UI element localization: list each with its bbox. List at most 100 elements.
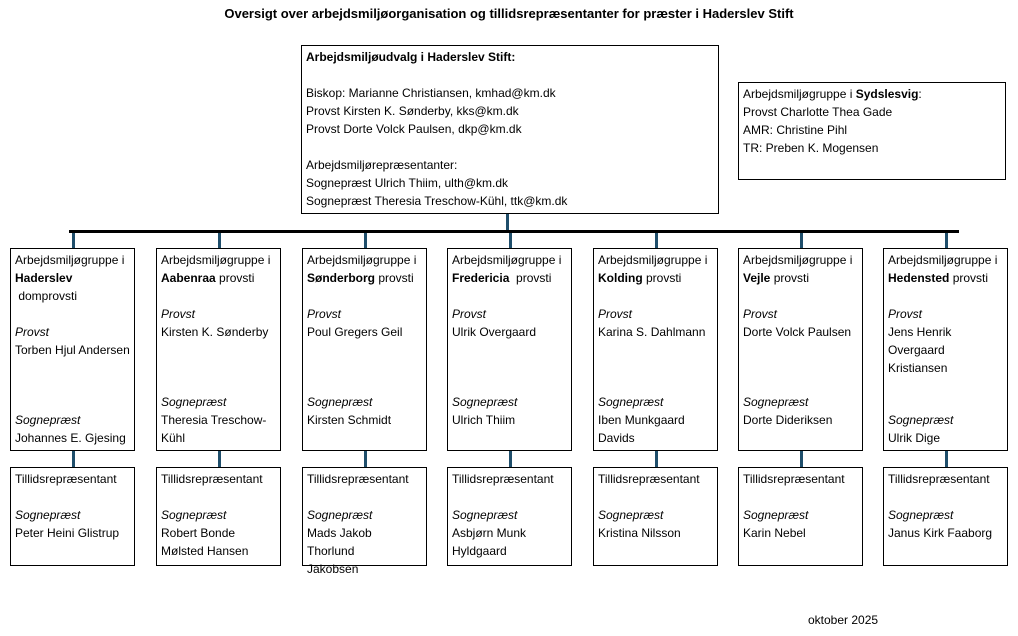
group-name: Hedensted [888, 271, 950, 285]
group-name-line: Kolding provsti [598, 269, 713, 287]
provst-name: Ulrik Overgaard [452, 325, 537, 339]
provst-name: Poul Gregers Geil [307, 325, 403, 339]
tr-sognepraest-label: Sognepræst [452, 508, 518, 522]
tr-connector [218, 451, 221, 467]
tr-name: Asbjørn Munk [452, 526, 527, 540]
group-suffix: provsti [770, 271, 810, 285]
group-suffix: provsti [642, 271, 682, 285]
tr-name: Jakobsen [307, 562, 359, 576]
tillid-label: Tillidsrepræsentant [888, 472, 990, 486]
group-name: Haderslev [15, 271, 73, 285]
provst-label: Provst [161, 307, 196, 321]
group-box: Arbejdsmiljøgruppe i Haderslev domprovsti… [10, 248, 135, 451]
sognepraest-name: Kirsten Schmidt [307, 413, 392, 427]
group-prefix: Arbejdsmiljøgruppe i [598, 253, 708, 267]
group-connector [800, 233, 803, 248]
sognepraest-label: Sognepræst [743, 395, 809, 409]
tillid-label: Tillidsrepræsentant [307, 472, 409, 486]
group-prefix: Arbejdsmiljøgruppe i [161, 253, 271, 267]
committee-member: Provst Dorte Volck Paulsen, dkp@km.dk [306, 122, 522, 136]
sognepraest-label: Sognepræst [15, 413, 81, 427]
provst-label: Provst [743, 307, 778, 321]
horizontal-bus [69, 230, 959, 233]
group-name: Sønderborg [307, 271, 375, 285]
tr-sognepraest-label: Sognepræst [888, 508, 954, 522]
tr-name: Hyldgaard [452, 544, 507, 558]
sognepraest-name: Iben Munkgaard [598, 413, 685, 427]
rep-member: Sognepræst Theresia Treschow-Kühl, ttk@k… [306, 194, 568, 208]
tillid-label: Tillidsrepræsentant [743, 472, 845, 486]
group-suffix: provsti [949, 271, 989, 285]
page-title: Oversigt over arbejdsmiljøorganisation o… [224, 6, 794, 21]
sydslesvig-line: Provst Charlotte Thea Gade [743, 105, 893, 119]
provst-label: Provst [598, 307, 633, 321]
tr-connector [72, 451, 75, 467]
sognepraest-name: Dorte Dideriksen [743, 413, 833, 427]
sognepraest-label: Sognepræst [452, 395, 518, 409]
tr-name: Mølsted Hansen [161, 544, 249, 558]
group-connector [72, 233, 75, 248]
sydslesvig-line: AMR: Christine Pihl [743, 123, 848, 137]
sydslesvig-prefix: Arbejdsmiljøgruppe i [743, 87, 856, 101]
group-connector [218, 233, 221, 248]
group-connector [364, 233, 367, 248]
sognepraest-label: Sognepræst [307, 395, 373, 409]
group-connector [945, 233, 948, 248]
rep-member: Sognepræst Ulrich Thiim, ulth@km.dk [306, 176, 509, 190]
tr-connector [655, 451, 658, 467]
tr-name: Kristina Nilsson [598, 526, 681, 540]
tr-connector [509, 451, 512, 467]
sognepraest-name: Kühl [161, 431, 186, 445]
sognepraest-name: Ulrich Thiim [452, 413, 516, 427]
committee-heading: Arbejdsmiljøudvalg i Haderslev Stift: [306, 50, 516, 64]
committee-connector [506, 214, 509, 232]
tillid-label: Tillidsrepræsentant [161, 472, 263, 486]
group-name-line: Fredericia provsti [452, 269, 567, 287]
provst-label: Provst [307, 307, 342, 321]
sydslesvig-name: Sydslesvig [855, 87, 919, 101]
footer-date: oktober 2025 [808, 613, 879, 627]
group-prefix: Arbejdsmiljøgruppe i [15, 253, 125, 267]
tr-name: Janus Kirk Faaborg [888, 526, 993, 540]
sydslesvig-box: Arbejdsmiljøgruppe i Sydslesvig: Provst … [738, 82, 1006, 180]
tr-sognepraest-label: Sognepræst [307, 508, 373, 522]
tillid-label: Tillidsrepræsentant [452, 472, 554, 486]
tr-name: Peter Heini Glistrup [15, 526, 120, 540]
provst-name: Karina S. Dahlmann [598, 325, 706, 339]
tr-sognepraest-label: Sognepræst [598, 508, 664, 522]
group-name: Kolding [598, 271, 643, 285]
group-connector [655, 233, 658, 248]
group-prefix: Arbejdsmiljøgruppe i [888, 253, 998, 267]
tr-sognepraest-label: Sognepræst [743, 508, 809, 522]
group-suffix: provsti [215, 271, 255, 285]
sydslesvig-line: TR: Preben K. Mogensen [743, 141, 879, 155]
group-suffix: provsti [375, 271, 414, 285]
sognepraest-name: Theresia Treschow- [161, 413, 267, 427]
group-name-line: Haderslev domprovsti [15, 269, 130, 305]
tr-sognepraest-label: Sognepræst [161, 508, 227, 522]
group-prefix: Arbejdsmiljøgruppe i [452, 253, 562, 267]
tillid-label: Tillidsrepræsentant [598, 472, 700, 486]
group-name: Fredericia [452, 271, 510, 285]
group-connector [509, 233, 512, 248]
sydslesvig-heading: Arbejdsmiljøgruppe i Sydslesvig: [743, 85, 1001, 103]
group-name: Vejle [743, 271, 771, 285]
group-prefix: Arbejdsmiljøgruppe i [307, 253, 417, 267]
provst-name: Torben Hjul Andersen [15, 343, 130, 357]
group-suffix: domprovsti [15, 289, 78, 303]
tr-name: Mads Jakob Thorlund [307, 526, 372, 558]
sognepraest-label: Sognepræst [161, 395, 227, 409]
provst-label: Provst [452, 307, 487, 321]
group-suffix: provsti [509, 271, 552, 285]
sognepraest-name: Johannes E. Gjesing [15, 431, 126, 445]
